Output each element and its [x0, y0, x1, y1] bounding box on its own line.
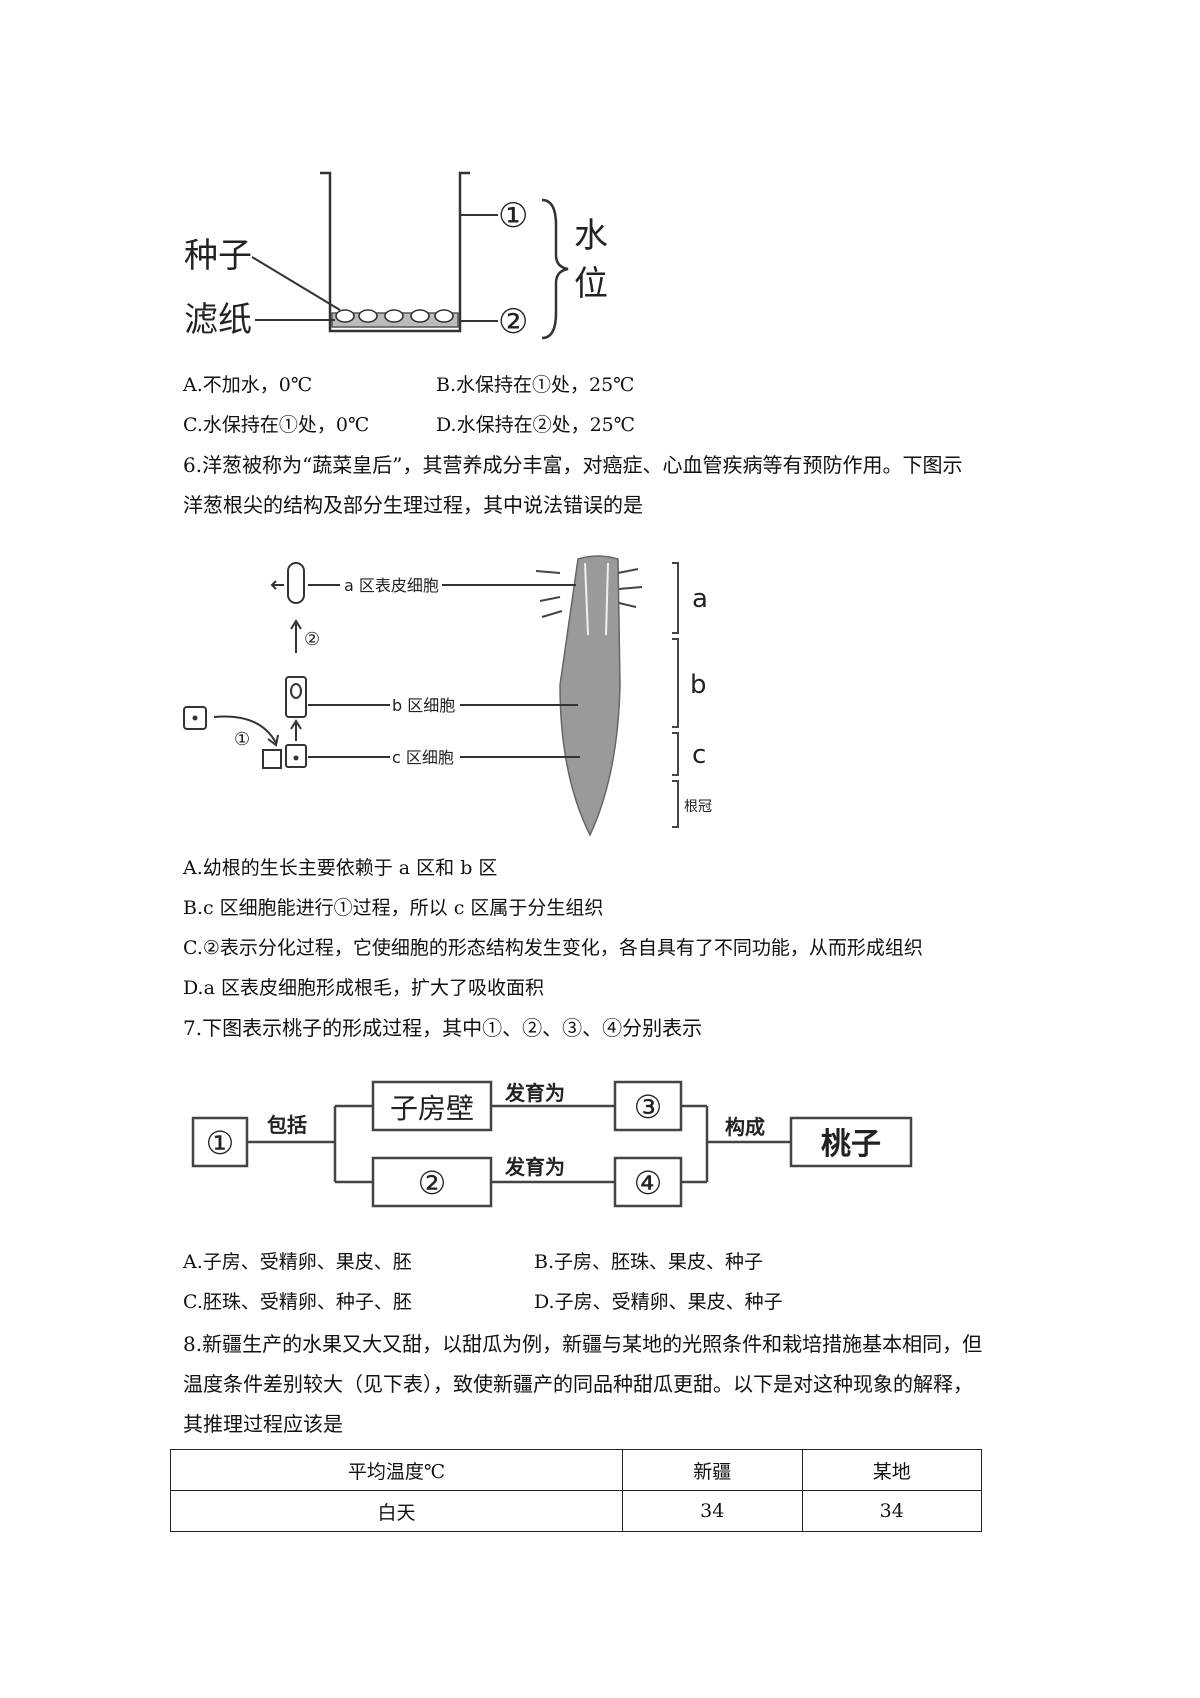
seed-label: 种子 [184, 236, 252, 276]
q6-option-d: D.a 区表皮细胞形成根毛，扩大了吸收面积 [183, 977, 544, 999]
b-zone-cell-label: b 区细胞 [392, 696, 455, 715]
table-header-cell: 新疆 [622, 1449, 803, 1491]
table-cell: 34 [622, 1490, 803, 1532]
water-level-mark-1: ① [498, 196, 528, 236]
q8-stem-line-2: 温度条件差别较大（见下表），致使新疆产的同品种甜瓜更甜。以下是对这种现象的解释， [183, 1372, 973, 1396]
q5-option-b: B.水保持在①处，25℃ [436, 374, 635, 396]
q6-option-c: C.②表示分化过程，它使细胞的形态结构发生变化，各自具有了不同功能，从而形成组织 [183, 937, 923, 959]
peach-box: 桃子 [821, 1127, 881, 1162]
root-tip-figure: a b c 根冠 a 区表皮细胞 b 区细胞 c 区细胞 ① ② [183, 555, 712, 837]
filter-paper-label: 滤纸 [184, 300, 252, 340]
develop-label-2: 发育为 [504, 1155, 565, 1179]
a-zone-epidermal-cell-label: a 区表皮细胞 [344, 576, 439, 595]
q8-stem-line-3: 其推理过程应该是 [183, 1412, 343, 1436]
q8-stem-line-1: 8.新疆生产的水果又大又甜，以甜瓜为例，新疆与某地的光照条件和栽培措施基本相同，… [183, 1332, 983, 1356]
q6-option-b: B.c 区细胞能进行①过程，所以 c 区属于分生组织 [183, 897, 604, 919]
table-header-row: 平均温度℃ 新疆 某地 [169, 1449, 982, 1491]
include-label: 包括 [267, 1113, 307, 1137]
table-row: 白天 34 34 [169, 1490, 982, 1532]
q6-option-a: A.幼根的生长主要依赖于 a 区和 b 区 [183, 857, 498, 879]
table-header-cell: 某地 [801, 1449, 982, 1491]
ovary-wall-box: 子房壁 [390, 1092, 474, 1125]
q7-stem: 7.下图表示桃子的形成过程，其中①、②、③、④分别表示 [183, 1016, 703, 1040]
box-1: ① [206, 1124, 235, 1162]
table-cell: 34 [801, 1490, 982, 1532]
zone-c-label: c [692, 740, 706, 770]
q7-option-d: D.子房、受精卵、果皮、种子 [534, 1291, 783, 1313]
temperature-table: 平均温度℃ 新疆 某地 白天 34 34 [169, 1449, 982, 1532]
box-2: ② [418, 1164, 447, 1202]
table-header-cell: 平均温度℃ [169, 1449, 624, 1491]
water-level-label-2: 位 [574, 264, 608, 304]
q5-option-c: C.水保持在①处，0℃ [183, 414, 370, 436]
q5-option-a: A.不加水，0℃ [183, 374, 313, 396]
q6-stem-line-1: 6.洋葱被称为“蔬菜皇后”，其营养成分丰富，对癌症、心血管疾病等有预防作用。下图… [183, 453, 963, 477]
water-level-mark-2: ② [498, 302, 528, 342]
box-4: ④ [634, 1164, 663, 1202]
c-zone-cell-label: c 区细胞 [392, 748, 454, 767]
q7-option-a: A.子房、受精卵、果皮、胚 [183, 1251, 412, 1273]
q5-option-d: D.水保持在②处，25℃ [436, 414, 636, 436]
zone-a-label: a [692, 584, 708, 614]
q6-stem-line-2: 洋葱根尖的结构及部分生理过程，其中说法错误的是 [183, 493, 643, 517]
peach-formation-diagram: ① 包括 子房壁 发育为 ③ 构成 桃子 ② 发育为 ④ [191, 1080, 913, 1208]
table-cell: 白天 [169, 1490, 624, 1532]
q7-option-b: B.子房、胚珠、果皮、种子 [534, 1251, 764, 1273]
beaker-figure: 种子 滤纸 ① ② 水 位 [184, 171, 608, 342]
zone-b-label: b [690, 670, 707, 700]
root-cap-label: 根冠 [684, 799, 712, 815]
q7-option-c: C.胚珠、受精卵、种子、胚 [183, 1291, 412, 1313]
box-3: ③ [634, 1088, 663, 1126]
develop-label-1: 发育为 [504, 1081, 565, 1105]
process-2-mark: ② [304, 629, 320, 650]
process-1-mark: ① [234, 729, 250, 750]
water-level-label-1: 水 [574, 216, 608, 256]
form-label: 构成 [725, 1115, 765, 1139]
